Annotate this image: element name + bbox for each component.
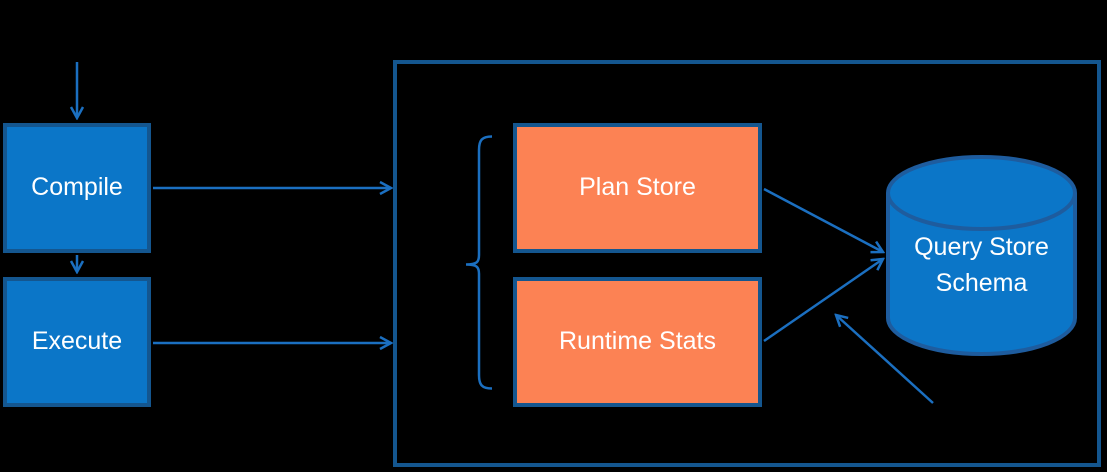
- runtime-stats-node: Runtime Stats: [513, 277, 762, 407]
- plan-store-label: Plan Store: [579, 173, 696, 202]
- compile-label: Compile: [31, 173, 123, 202]
- outer-boundary-box: [393, 60, 1101, 467]
- compile-node: Compile: [3, 123, 151, 253]
- runtime-stats-label: Runtime Stats: [558, 327, 716, 356]
- query-store-schema-label-line1: Query Store: [914, 233, 1049, 261]
- execute-label: Execute: [31, 327, 123, 356]
- query-store-schema-label-line2: Schema: [935, 269, 1028, 297]
- query-store-schema-label: Query Store Schema: [888, 229, 1075, 301]
- plan-store-node: Plan Store: [513, 123, 762, 253]
- execute-node: Execute: [3, 277, 151, 407]
